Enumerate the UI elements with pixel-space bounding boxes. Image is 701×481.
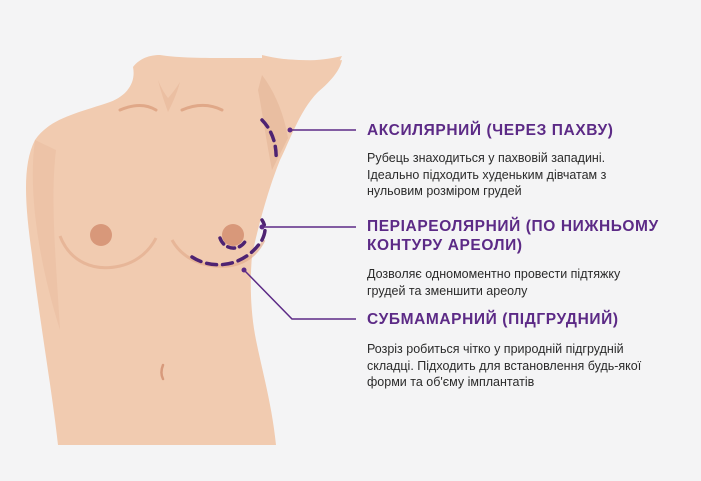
right-breast-contour <box>170 239 266 268</box>
periareolar-title: ПЕРІАРЕОЛЯРНИЙ (ПО НИЖНЬОМУ КОНТУРУ АРЕО… <box>367 217 659 255</box>
left-side-shadow <box>32 140 60 330</box>
axillary-incision-marker <box>260 118 278 162</box>
raised-arm <box>262 55 342 135</box>
axillary-title: АКСИЛЯРНИЙ (ЧЕРЕЗ ПАХВУ) <box>367 122 614 139</box>
periareolar-title-line: КОНТУРУ АРЕОЛИ) <box>367 237 523 254</box>
right-collarbone <box>180 104 224 112</box>
axillary-description-line: Ідеально підходить худеньким дівчатам з <box>367 167 607 182</box>
inframammary-description-line: Розріз робиться чітко у природній підгру… <box>367 342 624 356</box>
inframammary-description-line: форми та об'єму імплантатів <box>367 375 535 389</box>
right-nipple <box>222 224 244 246</box>
periareolar-title-line: ПЕРІАРЕОЛЯРНИЙ (ПО НИЖНЬОМУ <box>367 218 659 235</box>
inframammary-leader-line <box>243 269 356 320</box>
axillary-description-line: нульовим розміром грудей <box>367 184 522 198</box>
inframammary-title: СУБМАМАРНИЙ (ПІДГРУДНИЙ) <box>367 311 619 328</box>
left-breast-contour <box>58 235 158 270</box>
torso-silhouette <box>26 55 342 445</box>
left-nipple <box>90 224 112 246</box>
inframammary-description: Розріз робиться чітко у природній підгру… <box>367 341 641 391</box>
inframammary-incision-marker <box>190 218 267 267</box>
axillary-description-line: Рубець знаходиться у пахвовій западині. <box>367 151 606 165</box>
navel <box>160 363 165 381</box>
neck-shadow <box>158 80 180 112</box>
periareolar-description-line: Дозволяє одномоментно провести підтяжку <box>367 267 621 281</box>
inframammary-description-line: складці. Підходить для встановлення будь… <box>367 358 642 373</box>
periareolar-incision-marker <box>218 236 248 250</box>
periareolar-description-line: грудей та зменшити ареолу <box>367 283 528 298</box>
left-collarbone <box>118 104 158 112</box>
armpit-shadow <box>258 75 288 170</box>
periareolar-description: Дозволяє одномоментно провести підтяжку … <box>367 266 620 299</box>
axillary-description: Рубець знаходиться у пахвовій западині. … <box>367 150 606 200</box>
